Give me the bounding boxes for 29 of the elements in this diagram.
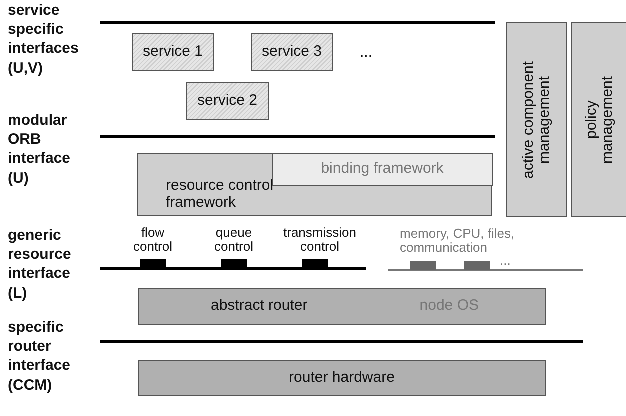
box-label: node OS [420, 298, 479, 315]
box-label: binding framework [321, 161, 444, 178]
layer-label: generic resource interface (L) [8, 226, 72, 303]
box-label: service 3 [262, 44, 322, 60]
management-bar [506, 22, 567, 217]
interface-label: flow control [132, 226, 174, 255]
router-box [138, 288, 546, 325]
box-label: service 2 [197, 92, 258, 110]
interface-label: queue control [213, 226, 255, 255]
layer-label: modular ORB interface (U) [8, 111, 72, 188]
service-box [132, 33, 214, 71]
box-label: active component management [520, 60, 552, 180]
box-label: resource control framework [166, 178, 275, 211]
hardware-box [138, 360, 546, 396]
box-label: router hardware [289, 370, 395, 386]
management-bar [571, 22, 626, 217]
box-label: abstract router [211, 298, 308, 315]
box-label: service 1 [142, 44, 204, 60]
interface-label: memory, CPU, files, communication [400, 227, 516, 256]
framework-box [272, 153, 493, 186]
framework-box [137, 153, 492, 216]
layer-label: specific router interface (CCM) [8, 318, 72, 395]
ellipsis: ... [360, 44, 373, 62]
service-box [251, 33, 333, 71]
service-box [186, 82, 269, 120]
ellipsis: ... [500, 254, 511, 269]
interface-label: transmission control [282, 226, 358, 255]
layer-label: service specific interfaces (U,V) [8, 1, 80, 78]
box-label: policy management [584, 74, 616, 164]
